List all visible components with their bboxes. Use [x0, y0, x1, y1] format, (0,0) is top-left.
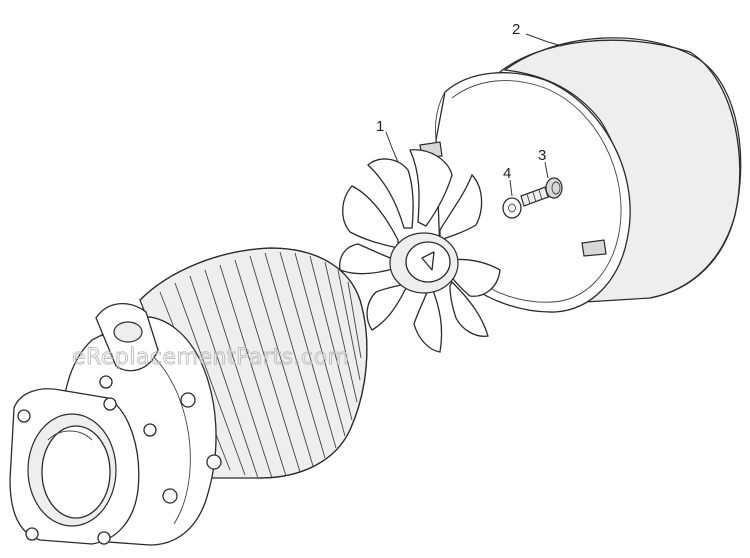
callout-label-2: 2 — [512, 21, 520, 38]
screw — [520, 177, 563, 207]
callout-3: 3 — [538, 147, 549, 179]
callout-label-4: 4 — [503, 165, 511, 182]
washer — [502, 197, 522, 219]
callout-2: 2 — [512, 21, 563, 47]
callout-1: 1 — [376, 118, 399, 163]
fan — [339, 149, 501, 353]
callout-label-3: 3 — [538, 147, 546, 164]
callout-4: 4 — [503, 165, 513, 197]
callout-label-1: 1 — [376, 118, 384, 135]
motor — [9, 247, 368, 546]
watermark-text: eReplacementParts.com — [72, 345, 349, 370]
